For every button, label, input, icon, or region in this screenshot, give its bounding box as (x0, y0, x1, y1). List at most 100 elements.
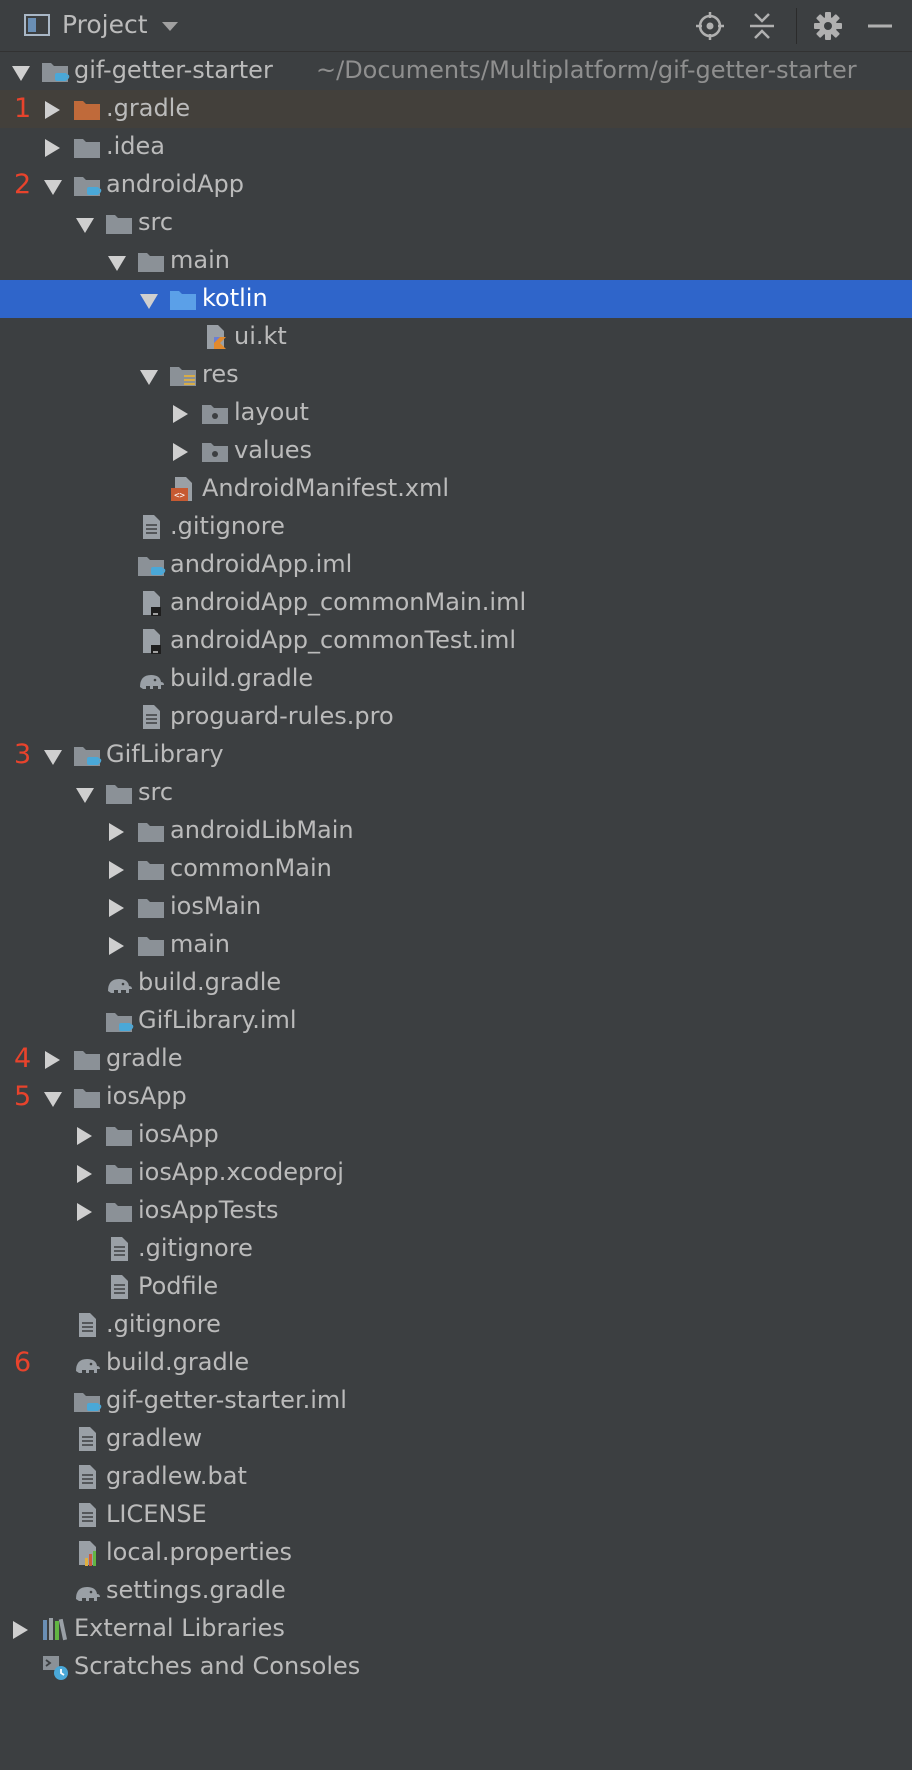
tree-row[interactable]: 1.gradle (0, 90, 912, 128)
collapse-all-icon[interactable] (746, 10, 778, 42)
tree-item-label: iosApp (106, 1082, 187, 1110)
tree-item-label: LICENSE (106, 1500, 207, 1528)
tree-row[interactable]: gradlew.bat (0, 1458, 912, 1496)
tree-item-label: gif-getter-starter (74, 56, 273, 84)
collapsed-chevron-right-icon[interactable] (173, 405, 188, 423)
tree-row[interactable]: iosMain (0, 888, 912, 926)
expanded-chevron-down-icon[interactable] (44, 180, 62, 195)
svg-text:<>: <> (174, 491, 185, 501)
iml-file-icon (136, 589, 166, 617)
tree-row[interactable]: Podfile (0, 1268, 912, 1306)
collapsed-chevron-right-icon[interactable] (77, 1203, 92, 1221)
module-folder-icon (72, 741, 102, 769)
collapsed-chevron-right-icon[interactable] (173, 443, 188, 461)
tree-row[interactable]: gradlew (0, 1420, 912, 1458)
locate-target-icon[interactable] (694, 10, 726, 42)
folder-icon (72, 133, 102, 161)
tree-item-label: res (202, 360, 239, 388)
collapsed-chevron-right-icon[interactable] (77, 1165, 92, 1183)
gear-icon[interactable] (812, 10, 844, 42)
module-folder-icon (72, 171, 102, 199)
iml-file-icon (136, 627, 166, 655)
source-folder-icon (168, 285, 198, 313)
tree-row[interactable]: External Libraries (0, 1610, 912, 1648)
tree-row[interactable]: .gitignore (0, 1306, 912, 1344)
tree-row[interactable]: settings.gradle (0, 1572, 912, 1610)
tree-item-label: main (170, 930, 230, 958)
view-selector-chevron-down-icon[interactable] (162, 22, 178, 31)
expanded-chevron-down-icon[interactable] (44, 750, 62, 765)
tree-row[interactable]: LICENSE (0, 1496, 912, 1534)
folder-icon (104, 209, 134, 237)
tree-row[interactable]: iosAppTests (0, 1192, 912, 1230)
collapsed-chevron-right-icon[interactable] (109, 937, 124, 955)
collapsed-chevron-right-icon[interactable] (109, 823, 124, 841)
resource-folder-icon (168, 361, 198, 389)
tree-row[interactable]: values (0, 432, 912, 470)
tree-row[interactable]: .gitignore (0, 508, 912, 546)
tree-row[interactable]: ui.kt (0, 318, 912, 356)
text-file-icon (72, 1425, 102, 1453)
tree-row[interactable]: src (0, 204, 912, 242)
tree-row[interactable]: iosApp (0, 1116, 912, 1154)
tree-row[interactable]: gif-getter-starter.iml (0, 1382, 912, 1420)
row-number-marker: 2 (14, 169, 32, 200)
tree-row[interactable]: .gitignore (0, 1230, 912, 1268)
tree-row[interactable]: layout (0, 394, 912, 432)
tree-row[interactable]: Scratches and Consoles (0, 1648, 912, 1686)
tree-item-label: .idea (106, 132, 166, 160)
expanded-chevron-down-icon[interactable] (76, 788, 94, 803)
tree-item-label: layout (234, 398, 309, 426)
expanded-chevron-down-icon[interactable] (76, 218, 94, 233)
tree-row[interactable]: build.gradle (0, 964, 912, 1002)
folder-icon (136, 817, 166, 845)
folder-icon (136, 893, 166, 921)
folder-icon (104, 1121, 134, 1149)
tree-row[interactable]: GifLibrary.iml (0, 1002, 912, 1040)
hide-minimize-icon[interactable] (864, 10, 896, 42)
tree-item-label: build.gradle (106, 1348, 250, 1376)
tree-row[interactable]: res (0, 356, 912, 394)
gradle-elephant-icon (72, 1349, 102, 1377)
tree-row[interactable]: gif-getter-starter~/Documents/Multiplatf… (0, 52, 912, 90)
collapsed-chevron-right-icon[interactable] (13, 1621, 28, 1639)
tree-row[interactable]: src (0, 774, 912, 812)
tree-row[interactable]: commonMain (0, 850, 912, 888)
tree-row[interactable]: build.gradle (0, 660, 912, 698)
tree-row[interactable]: main (0, 926, 912, 964)
tree-item-label: androidApp_commonMain.iml (170, 588, 527, 616)
tree-row[interactable]: androidApp_commonMain.iml (0, 584, 912, 622)
expanded-chevron-down-icon[interactable] (12, 66, 30, 81)
collapsed-chevron-right-icon[interactable] (77, 1127, 92, 1145)
collapsed-chevron-right-icon[interactable] (45, 1051, 60, 1069)
tree-row[interactable]: androidLibMain (0, 812, 912, 850)
collapsed-chevron-right-icon[interactable] (109, 899, 124, 917)
expanded-chevron-down-icon[interactable] (140, 294, 158, 309)
project-view-icon[interactable] (24, 14, 50, 36)
tree-row[interactable]: proguard-rules.pro (0, 698, 912, 736)
collapsed-chevron-right-icon[interactable] (45, 139, 60, 157)
tree-item-label: gradle (106, 1044, 183, 1072)
tree-row[interactable]: iosApp.xcodeproj (0, 1154, 912, 1192)
expanded-chevron-down-icon[interactable] (44, 1092, 62, 1107)
tree-row[interactable]: androidApp_commonTest.iml (0, 622, 912, 660)
expanded-chevron-down-icon[interactable] (140, 370, 158, 385)
tree-row[interactable]: local.properties (0, 1534, 912, 1572)
tree-row[interactable]: kotlin (0, 280, 912, 318)
tree-row[interactable]: .idea (0, 128, 912, 166)
expanded-chevron-down-icon[interactable] (108, 256, 126, 271)
tree-row[interactable]: androidApp.iml (0, 546, 912, 584)
tree-item-label: src (138, 778, 174, 806)
tree-row[interactable]: main (0, 242, 912, 280)
row-number-marker: 3 (14, 739, 32, 770)
collapsed-chevron-right-icon[interactable] (109, 861, 124, 879)
collapsed-chevron-right-icon[interactable] (45, 101, 60, 119)
folder-icon (136, 855, 166, 883)
project-view-title[interactable]: Project (62, 10, 148, 39)
tree-row[interactable]: <>AndroidManifest.xml (0, 470, 912, 508)
